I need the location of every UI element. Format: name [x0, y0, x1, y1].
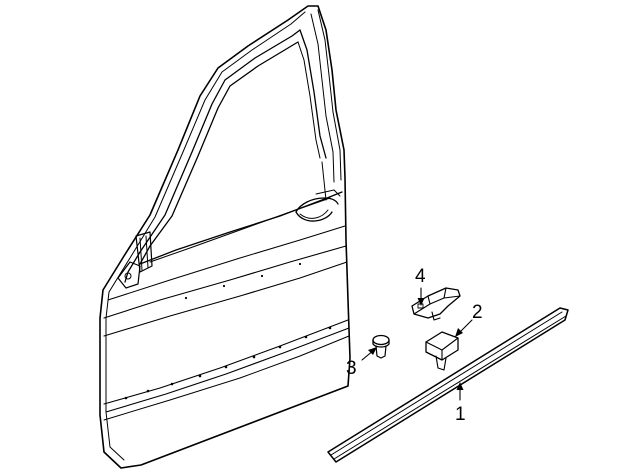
leader-arrows: [368, 298, 464, 390]
door-trim-holes: [124, 262, 332, 400]
callout-4-label: 4: [415, 266, 426, 287]
end-clip: [411, 287, 461, 321]
callout-2-label: 2: [472, 302, 483, 323]
door-shell: [99, 5, 351, 469]
molding-strip: [327, 307, 569, 463]
retainer-clip: [425, 331, 459, 371]
callout-1-label: 1: [455, 404, 466, 425]
callout-3-label: 3: [346, 358, 357, 379]
push-pin: [372, 334, 390, 359]
